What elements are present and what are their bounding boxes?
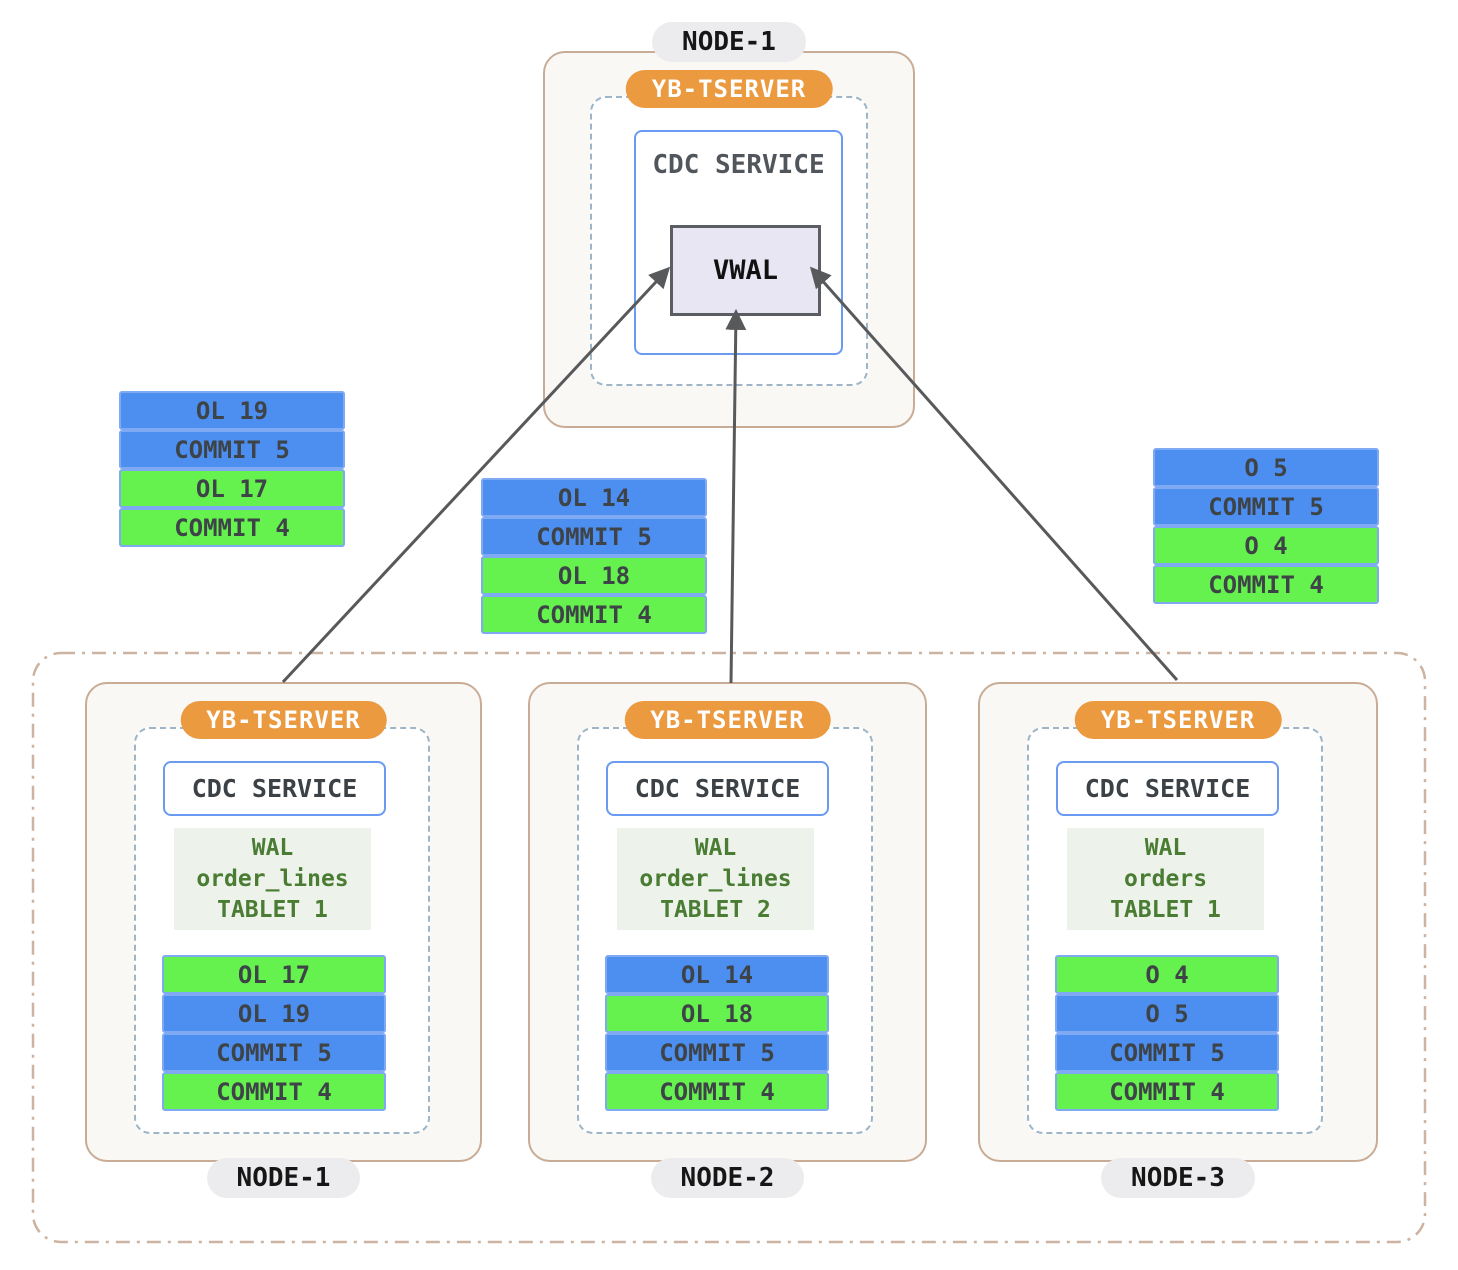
wal-record: OL 17 <box>119 469 345 508</box>
wal-record: OL 19 <box>162 994 386 1033</box>
top-tserver-boundary: CDC SERVICE VWAL <box>590 96 868 386</box>
bottom-node-2-box: YB-TSERVER CDC SERVICE WAL order_lines T… <box>528 682 927 1198</box>
node-label: NODE-1 <box>206 1158 361 1198</box>
tserver-badge: YB-TSERVER <box>624 701 831 739</box>
bottom-node-1-box: YB-TSERVER CDC SERVICE WAL order_lines T… <box>85 682 482 1198</box>
wal-record: COMMIT 5 <box>162 1033 386 1072</box>
wal-record-stack: O 4 O 5 COMMIT 5 COMMIT 4 <box>1055 955 1279 1111</box>
wal-record: OL 17 <box>162 955 386 994</box>
wal-line: WAL <box>694 834 737 861</box>
tserver-boundary: CDC SERVICE WAL order_lines TABLET 1 OL … <box>134 727 430 1134</box>
wal-record: COMMIT 4 <box>119 508 345 547</box>
wal-line: TABLET 1 <box>217 896 328 923</box>
wal-record: COMMIT 5 <box>1055 1033 1279 1072</box>
wal-record-stack: OL 17 OL 19 COMMIT 5 COMMIT 4 <box>162 955 386 1111</box>
wal-line: TABLET 2 <box>660 896 771 923</box>
wal-record: O 4 <box>1055 955 1279 994</box>
wal-record: OL 14 <box>605 955 829 994</box>
wal-line: order_lines <box>196 865 349 892</box>
wal-line: TABLET 1 <box>1110 896 1221 923</box>
wal-record: OL 14 <box>481 478 707 517</box>
wal-record-stack: OL 14 OL 18 COMMIT 5 COMMIT 4 <box>605 955 829 1111</box>
tserver-boundary: CDC SERVICE WAL order_lines TABLET 2 OL … <box>577 727 873 1134</box>
wal-record: COMMIT 4 <box>162 1072 386 1111</box>
wal-tablet-label: WAL order_lines TABLET 1 <box>174 828 371 930</box>
top-cdc-service-box: CDC SERVICE VWAL <box>634 130 843 355</box>
wal-line: orders <box>1123 865 1208 892</box>
wal-stack-right: O 5 COMMIT 5 O 4 COMMIT 4 <box>1153 448 1379 604</box>
wal-tablet-label: WAL order_lines TABLET 2 <box>617 828 814 930</box>
top-node-label: NODE-1 <box>652 22 806 62</box>
top-cdc-service-label: CDC SERVICE <box>652 150 825 180</box>
cdc-service-box: CDC SERVICE <box>163 761 386 816</box>
wal-record: O 5 <box>1153 448 1379 487</box>
wal-line: order_lines <box>639 865 792 892</box>
wal-record: OL 19 <box>119 391 345 430</box>
wal-record: COMMIT 5 <box>605 1033 829 1072</box>
wal-record: COMMIT 4 <box>481 595 707 634</box>
wal-tablet-label: WAL orders TABLET 1 <box>1067 828 1264 930</box>
top-tserver-badge: YB-TSERVER <box>625 70 833 108</box>
wal-record: COMMIT 5 <box>119 430 345 469</box>
wal-stack-left: OL 19 COMMIT 5 OL 17 COMMIT 4 <box>119 391 345 547</box>
wal-stack-middle: OL 14 COMMIT 5 OL 18 COMMIT 4 <box>481 478 707 634</box>
top-node-box: NODE-1 YB-TSERVER CDC SERVICE VWAL <box>543 22 915 428</box>
cdc-service-box: CDC SERVICE <box>1056 761 1279 816</box>
tserver-badge: YB-TSERVER <box>1074 701 1282 739</box>
wal-record: OL 18 <box>605 994 829 1033</box>
wal-record: O 4 <box>1153 526 1379 565</box>
wal-record: COMMIT 5 <box>1153 487 1379 526</box>
wal-record: COMMIT 4 <box>605 1072 829 1111</box>
tserver-boundary: CDC SERVICE WAL orders TABLET 1 O 4 O 5 … <box>1027 727 1323 1134</box>
node-label: NODE-3 <box>1101 1158 1255 1198</box>
bottom-node-3-box: YB-TSERVER CDC SERVICE WAL orders TABLET… <box>978 682 1378 1198</box>
wal-record: COMMIT 4 <box>1153 565 1379 604</box>
wal-record: COMMIT 5 <box>481 517 707 556</box>
wal-record: OL 18 <box>481 556 707 595</box>
wal-line: WAL <box>1144 834 1187 861</box>
wal-record: O 5 <box>1055 994 1279 1033</box>
cdc-service-box: CDC SERVICE <box>606 761 829 816</box>
wal-record: COMMIT 4 <box>1055 1072 1279 1111</box>
tserver-badge: YB-TSERVER <box>180 701 387 739</box>
wal-line: WAL <box>251 834 294 861</box>
node-label: NODE-2 <box>650 1158 805 1198</box>
vwal-box: VWAL <box>670 225 821 316</box>
